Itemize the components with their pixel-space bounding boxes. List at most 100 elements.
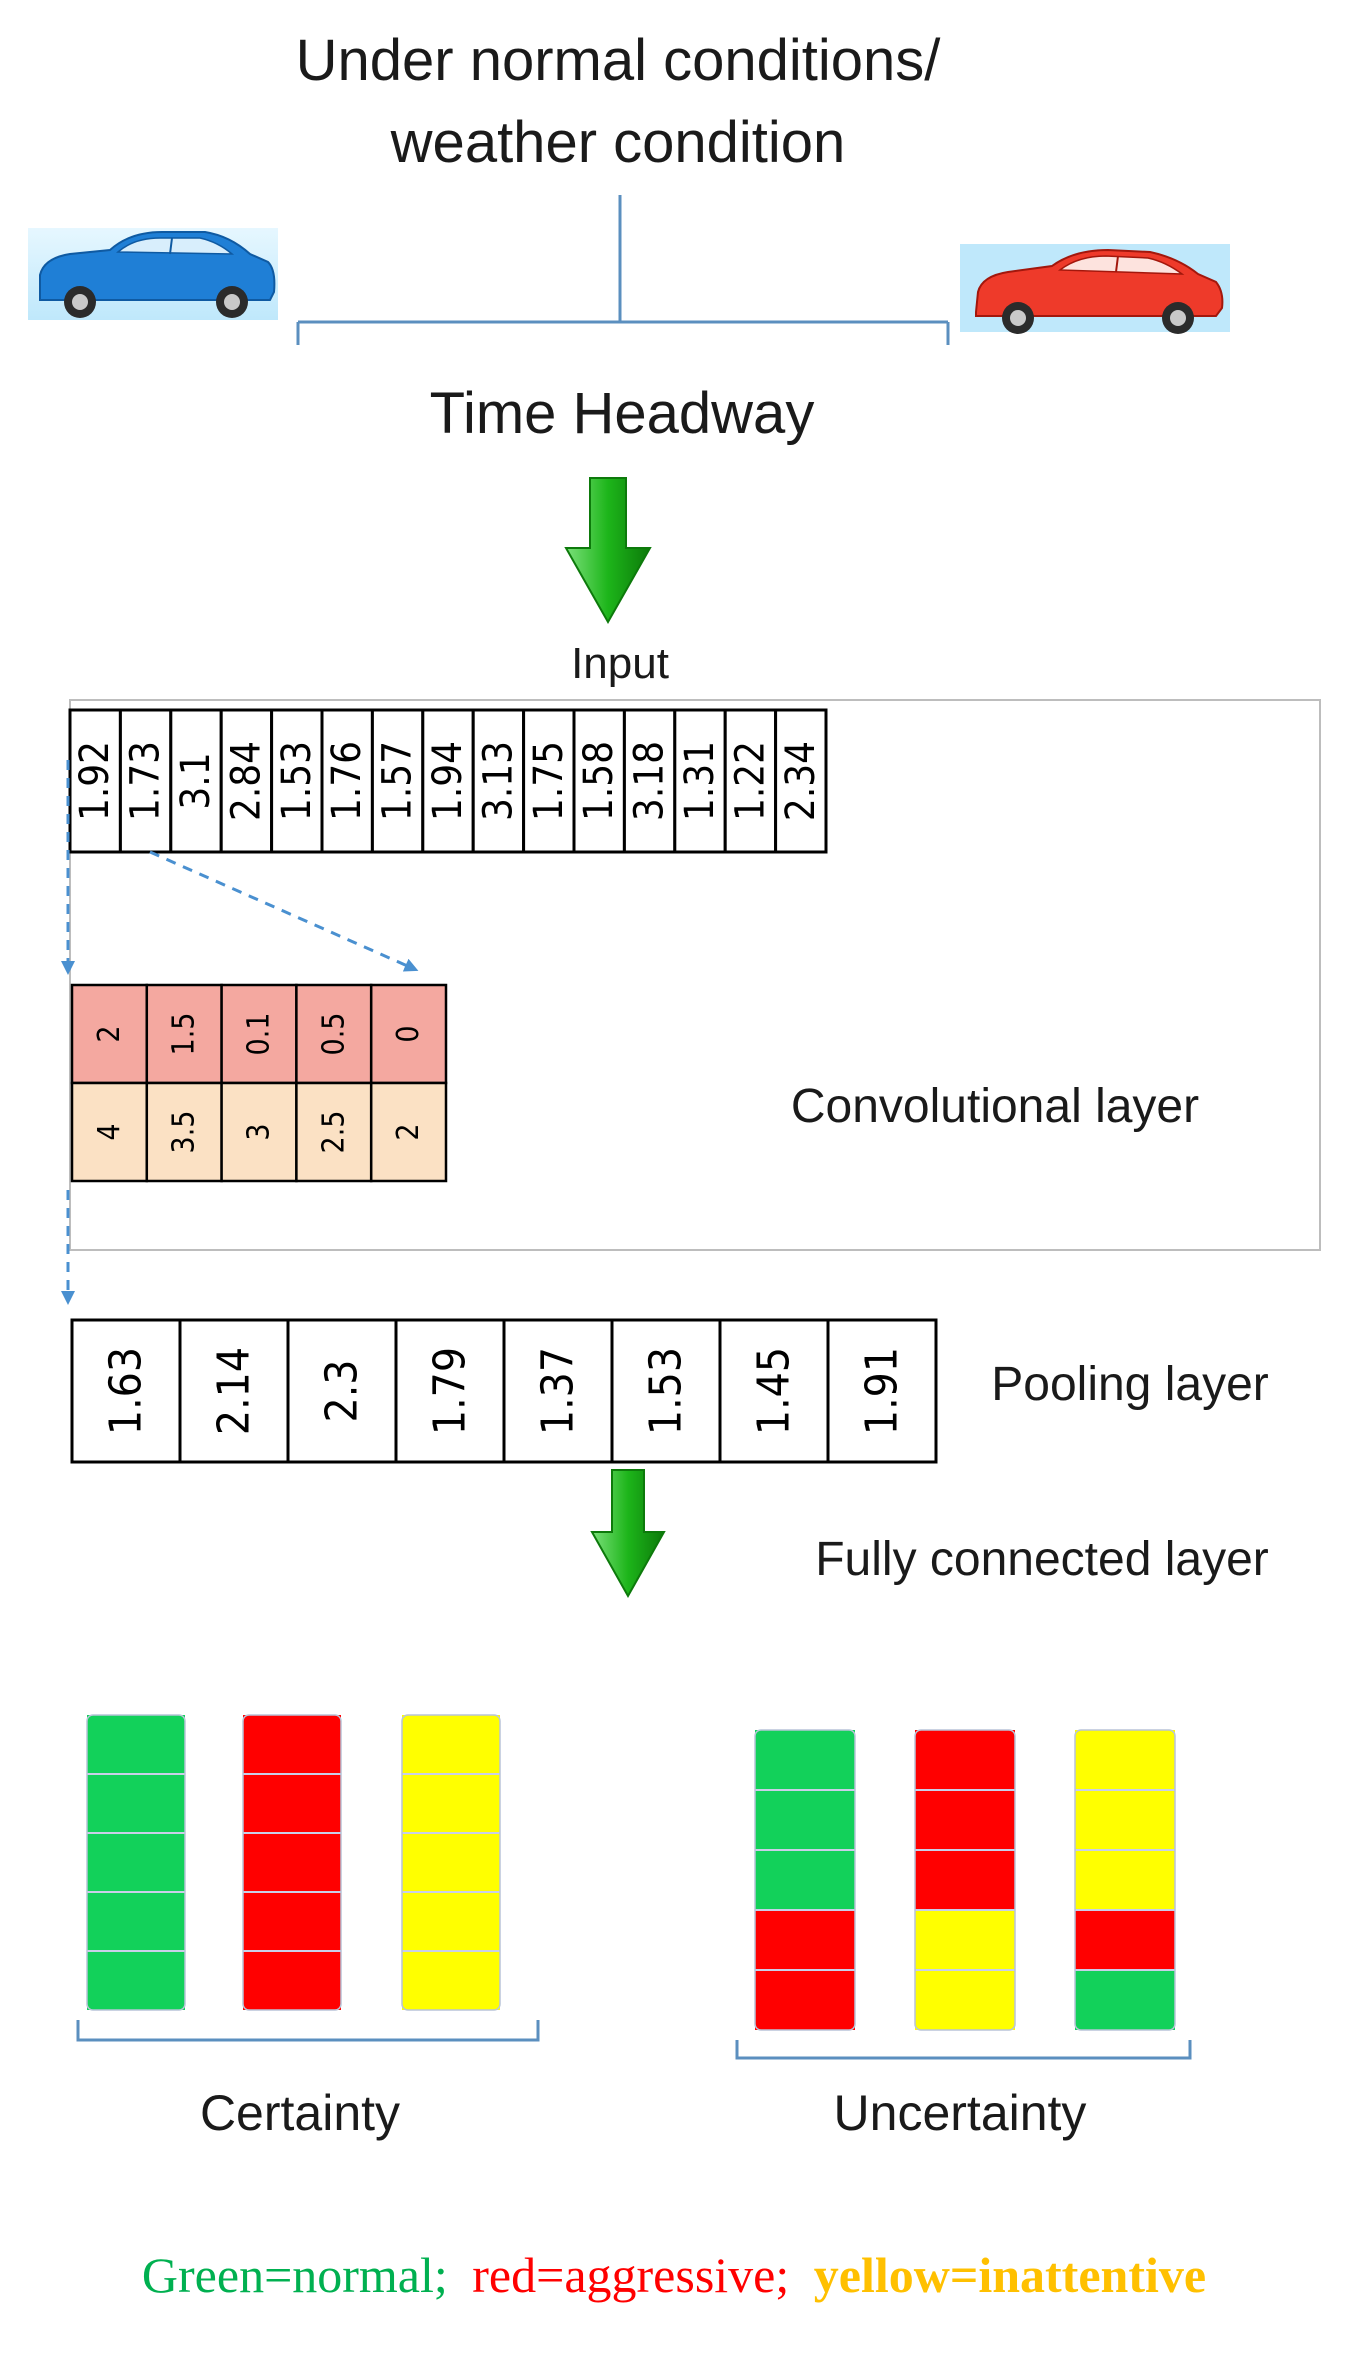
input-value: 1.58 [576, 741, 622, 821]
pooling-value: 1.63 [101, 1347, 152, 1435]
uncertainty-segment-red [1075, 1910, 1175, 1970]
uncertainty-segment-red [915, 1850, 1015, 1910]
input-value: 2.34 [778, 741, 824, 821]
input-value: 3.13 [475, 741, 521, 821]
input-value: 1.94 [425, 741, 471, 821]
conv-value: 2 [391, 1123, 426, 1140]
certainty-segment-green [87, 1833, 185, 1892]
input-cell [118, 708, 173, 854]
input-cell [673, 708, 727, 854]
conv-value: 3 [242, 1123, 277, 1140]
input-cell [572, 708, 626, 854]
input-cell [723, 708, 778, 854]
uncertainty-segment-yellow [915, 1910, 1015, 1970]
certainty-column-outline [242, 1714, 342, 2011]
input-value: 1.53 [274, 741, 320, 821]
input-value: 1.31 [677, 741, 723, 821]
certainty-segment-red [243, 1715, 341, 1774]
header-line-2: weather condition [390, 110, 846, 175]
certainty-segment-green [87, 1774, 185, 1833]
uncertainty-segment-green [755, 1790, 855, 1850]
red-car-icon [960, 244, 1230, 334]
conv-cell [369, 1081, 448, 1183]
pooling-cell [718, 1318, 830, 1464]
input-cell [169, 708, 223, 854]
uncertainty-segment-green [755, 1850, 855, 1910]
certainty-label: Certainty [200, 2085, 400, 2141]
convolutional-layer-label: Convolutional layer [791, 1080, 1199, 1133]
input-value: 1.92 [72, 741, 118, 821]
uncertainty-bracket [735, 2040, 1192, 2060]
conv-cell [70, 983, 149, 1085]
conv-value: 0 [391, 1025, 426, 1042]
legend: Green=normal; red=aggressive; yellow=ina… [142, 2247, 1206, 2303]
certainty-column-outline [401, 1714, 501, 2011]
conv-cell [220, 1081, 298, 1183]
conv-cell [369, 983, 448, 1085]
certainty-segment-red [243, 1892, 341, 1951]
uncertainty-segment-red [915, 1730, 1015, 1790]
conv-value: 0.5 [316, 1013, 351, 1056]
uncertainty-column-outline [1074, 1729, 1176, 2031]
pooling-value: 1.91 [857, 1347, 908, 1435]
uncertainty-bars [754, 1729, 1176, 2031]
uncertainty-segment-yellow [1075, 1790, 1175, 1850]
legend-red: red=aggressive; [472, 2247, 789, 2303]
pooling-value: 1.45 [749, 1347, 800, 1435]
down-arrow-icon [590, 1469, 666, 1599]
conv-value: 0.1 [242, 1013, 277, 1056]
input-cell [421, 708, 475, 854]
input-value: 1.75 [526, 741, 572, 821]
fully-connected-layer-label: Fully connected layer [815, 1533, 1269, 1586]
uncertainty-segment-green [1075, 1970, 1175, 2030]
uncertainty-segment-red [915, 1790, 1015, 1850]
input-cell [774, 708, 828, 854]
time-headway-label: Time Headway [430, 381, 815, 446]
certainty-segment-yellow [402, 1715, 500, 1774]
blue-car-icon [28, 228, 278, 320]
conv-value: 3.5 [167, 1111, 202, 1154]
certainty-segment-yellow [402, 1951, 500, 2010]
header-line-1: Under normal conditions/ [296, 28, 942, 93]
pooling-value: 2.3 [317, 1360, 368, 1423]
certainty-segment-red [243, 1833, 341, 1892]
certainty-segment-red [243, 1774, 341, 1833]
certainty-segment-yellow [402, 1892, 500, 1951]
certainty-segment-green [87, 1715, 185, 1774]
pooling-value: 2.14 [209, 1347, 260, 1435]
legend-green: Green=normal; [142, 2247, 448, 2303]
certainty-segment-red [243, 1951, 341, 2010]
input-value: 3.1 [173, 752, 219, 809]
pooling-cell [502, 1318, 614, 1464]
conv-value: 2.5 [316, 1111, 351, 1154]
uncertainty-segment-yellow [1075, 1730, 1175, 1790]
input-label: Input [571, 639, 669, 688]
conv-cell [145, 1081, 223, 1183]
pooling-value: 1.53 [641, 1347, 692, 1435]
input-value: 2.84 [223, 741, 269, 821]
pooling-cell [70, 1318, 182, 1464]
convolution-panel [69, 699, 1321, 1251]
pooling-cell [826, 1318, 938, 1464]
headway-bracket [296, 195, 950, 345]
pooling-value: 1.79 [425, 1347, 476, 1435]
conv-value: 4 [92, 1123, 127, 1140]
certainty-segment-green [87, 1951, 185, 2010]
pooling-cell [610, 1318, 722, 1464]
certainty-column-outline [86, 1714, 186, 2011]
input-value: 1.76 [324, 741, 370, 821]
uncertainty-segment-yellow [915, 1970, 1015, 2030]
uncertainty-label: Uncertainty [834, 2085, 1087, 2141]
input-cell [68, 708, 122, 854]
conv-cell [70, 1081, 149, 1183]
legend-yellow: yellow=inattentive [814, 2247, 1206, 2303]
certainty-bracket [76, 2020, 540, 2042]
input-cell [522, 708, 576, 854]
pooling-layer-label: Pooling layer [991, 1358, 1269, 1411]
input-value: 1.22 [727, 741, 773, 821]
uncertainty-segment-red [755, 1970, 855, 2030]
uncertainty-segment-yellow [1075, 1850, 1175, 1910]
